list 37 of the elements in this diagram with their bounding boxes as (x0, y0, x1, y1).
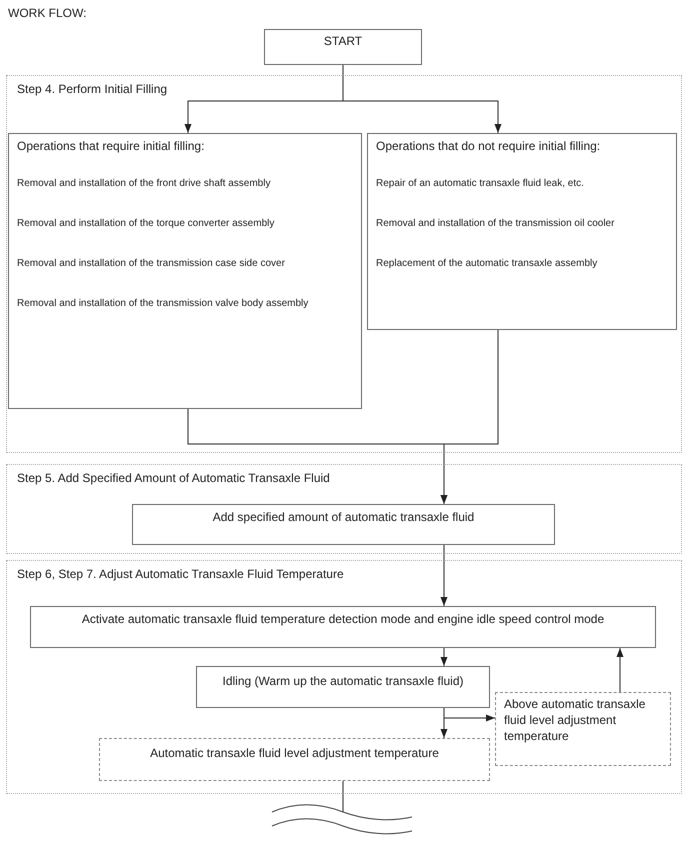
list-item: Removal and installation of the front drive shaft assembly (17, 177, 270, 190)
process-box (196, 666, 490, 708)
condition-box (99, 738, 490, 781)
box-label: Automatic transaxle fluid level adjustment temperature (150, 746, 439, 760)
list-item: Repair of an automatic transaxle fluid leak, etc. (376, 177, 584, 190)
list-item: Removal and installation of the torque converter assembly (17, 217, 274, 230)
step-panel (6, 75, 682, 453)
list-item: Removal and installation of the transmission oil cooler (376, 217, 614, 230)
list-heading: Operations that require initial filling: (17, 139, 204, 153)
process-box (30, 606, 656, 648)
box-label: Add specified amount of automatic transaxle fluid (212, 510, 474, 524)
box-label: START (324, 34, 362, 48)
list-heading: Operations that do not require initial filling: (376, 139, 600, 153)
step-panel (6, 464, 682, 554)
start-box (264, 29, 422, 65)
arrow (440, 330, 498, 504)
step-title: Step 4. Perform Initial Filling (17, 82, 168, 96)
diagram-title: WORK FLOW: (8, 6, 86, 20)
step-panel (6, 560, 682, 794)
list-item: Removal and installation of the transmission case side cover (17, 257, 285, 270)
arrow (342, 64, 502, 134)
box-label: Activate automatic transaxle fluid temperature detection mode and engine idle speed control mode (82, 612, 604, 626)
process-box (132, 504, 555, 545)
box-label: Idling (Warm up the automatic transaxle fluid) (222, 674, 464, 688)
step-title: Step 6, Step 7. Adjust Automatic Transaxle Fluid Temperature (17, 567, 344, 581)
process-box (367, 133, 677, 330)
list-item: Replacement of the automatic transaxle assembly (376, 257, 598, 270)
arrow (616, 648, 624, 692)
box-label: Above automatic transaxle fluid level adjustment temperature (504, 696, 646, 744)
connector-line (342, 780, 344, 812)
arrow (440, 648, 448, 666)
list-item: Removal and installation of the transmission valve body assembly (17, 297, 308, 310)
step-title: Step 5. Add Specified Amount of Automatic Transaxle Fluid (17, 471, 330, 485)
arrow (444, 708, 496, 722)
process-box (8, 133, 362, 409)
arrow (440, 544, 448, 606)
condition-box (495, 692, 671, 766)
